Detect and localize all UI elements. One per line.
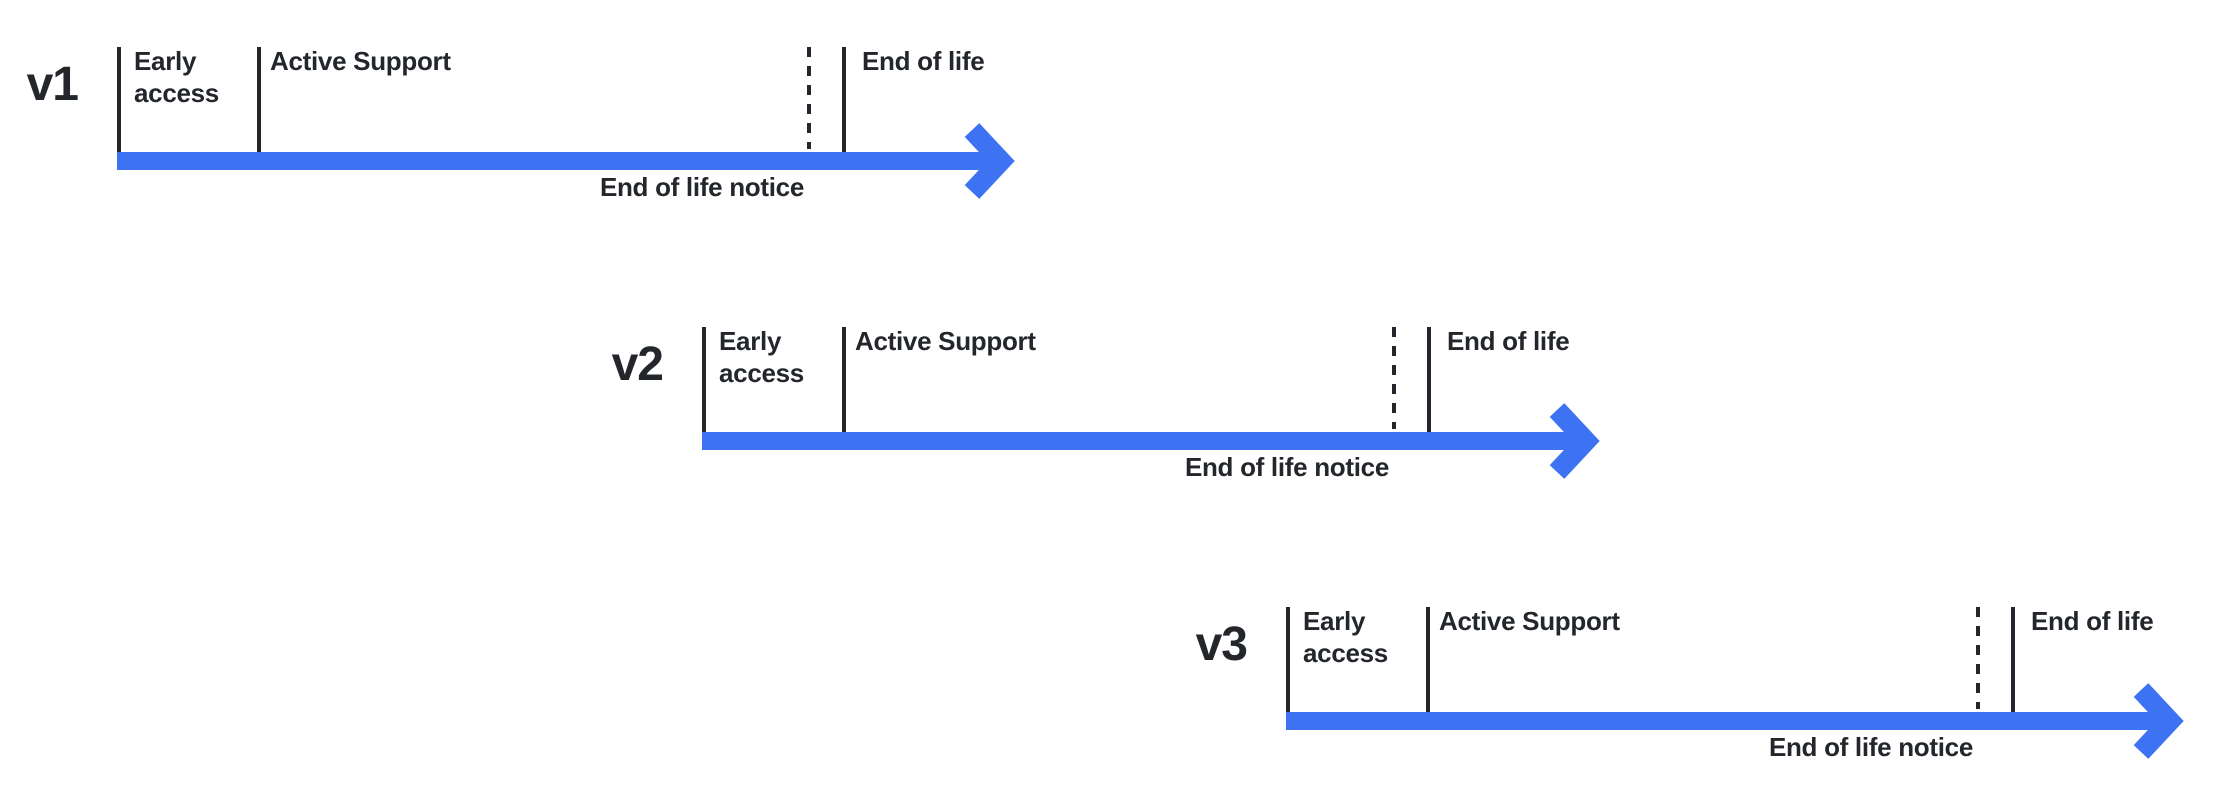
end-of-life-tick <box>842 47 846 153</box>
active-support-start-tick <box>257 47 261 153</box>
timeline-v2: v2 Early access Active Support End of li… <box>602 326 1662 507</box>
timeline-arrow <box>1286 683 2184 759</box>
early-access-label: Early access <box>1303 606 1388 668</box>
early-access-start-tick <box>1286 607 1290 713</box>
end-of-life-tick <box>2011 607 2015 713</box>
timeline-arrow <box>702 403 1600 479</box>
eol-notice-dashed-tick <box>1976 607 1980 709</box>
active-support-label: Active Support <box>270 46 451 76</box>
early-access-start-tick <box>702 327 706 433</box>
active-support-start-tick <box>842 327 846 433</box>
eol-notice-label: End of life notice <box>599 172 804 202</box>
early-access-start-tick <box>117 47 121 153</box>
version-label: v2 <box>611 338 664 391</box>
timeline-v1: v1 Early access Active Support End of li… <box>17 46 1077 227</box>
active-support-label: Active Support <box>1439 606 1620 636</box>
timeline-arrow <box>117 123 1015 199</box>
eol-notice-dashed-tick <box>807 47 811 149</box>
active-support-label: Active Support <box>855 326 1036 356</box>
eol-notice-label: End of life notice <box>1184 452 1389 482</box>
end-of-life-label: End of life <box>862 46 985 76</box>
active-support-start-tick <box>1426 607 1430 713</box>
eol-notice-dashed-tick <box>1392 327 1396 429</box>
end-of-life-label: End of life <box>1447 326 1570 356</box>
early-access-label: Early access <box>719 326 804 388</box>
end-of-life-tick <box>1427 327 1431 433</box>
version-label: v3 <box>1195 618 1248 671</box>
timeline-v3: v3 Early access Active Support End of li… <box>1186 606 2228 787</box>
eol-notice-label: End of life notice <box>1768 732 1973 762</box>
version-label: v1 <box>26 58 79 111</box>
end-of-life-label: End of life <box>2031 606 2154 636</box>
early-access-label: Early access <box>134 46 219 108</box>
